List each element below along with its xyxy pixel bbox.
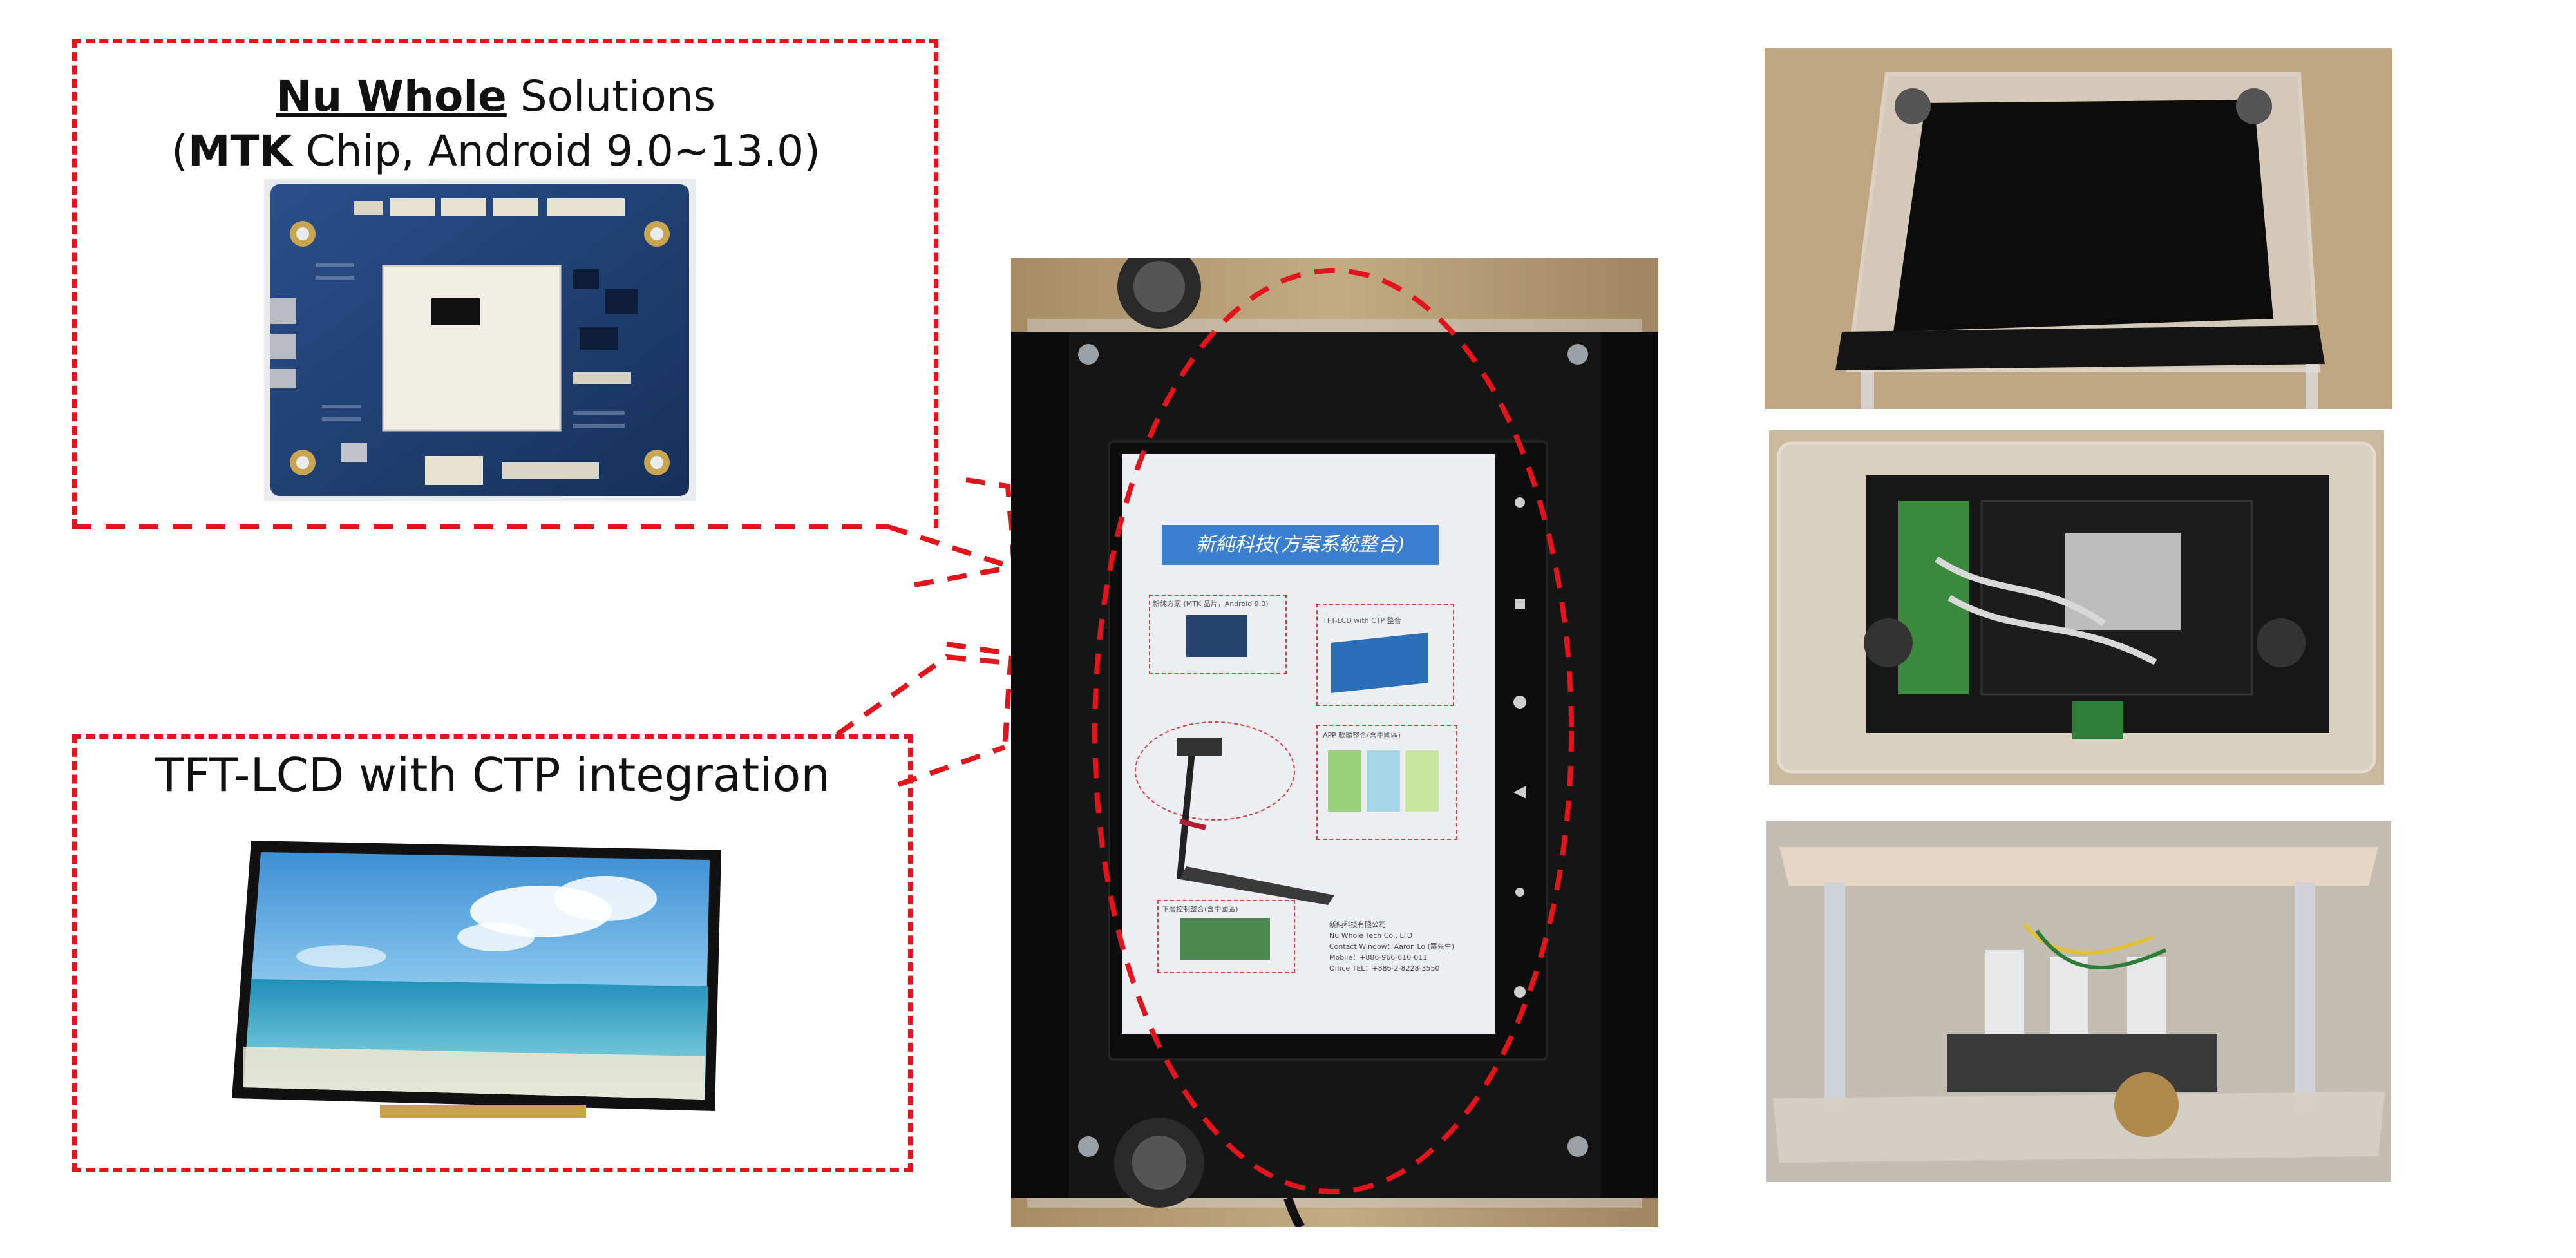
chip-detail: Chip, Android 9.0~13.0) xyxy=(292,126,820,176)
company-line: Nu Whole Tech Co., LTD xyxy=(1329,931,1413,940)
lcd-caption: TFT-LCD with CTP integration xyxy=(155,748,830,802)
screen-box-control xyxy=(1157,900,1295,973)
screen-company-info: 新純科技有限公司 Nu Whole Tech Co., LTD Contact … xyxy=(1329,919,1484,974)
screen-title: 新純科技(方案系統整合) xyxy=(1162,525,1439,565)
solutions-callout-top-edge xyxy=(72,39,938,43)
company-line: 新純科技有限公司 xyxy=(1329,920,1386,929)
lcd-callout-box xyxy=(72,734,913,1172)
screen-box-solution xyxy=(1149,595,1287,674)
company-line: Office TEL：+886-2-8228-3550 xyxy=(1329,964,1440,973)
company-line: Contact Window：Aaron Lo (羅先生) xyxy=(1329,942,1455,951)
solutions-suffix: Solutions xyxy=(506,71,715,121)
screen-app-thumb-1 xyxy=(1328,750,1361,812)
tft-lcd-panel-image xyxy=(225,834,728,1121)
screen-box-lcd xyxy=(1316,604,1454,706)
screen-box-lcd-label: TFT-LCD with CTP 整合 xyxy=(1323,616,1401,625)
photo-back-assembly xyxy=(1769,430,2384,785)
screen-box-solution-label: 新純方案 (MTK 晶片，Android 9.0) xyxy=(1153,600,1269,608)
paren-open: ( xyxy=(171,126,188,176)
screen-app-thumb-3 xyxy=(1405,750,1439,812)
solutions-callout-box xyxy=(72,39,938,528)
screen-highlight-ellipse xyxy=(1092,268,1574,1194)
photo-front-assembly xyxy=(1765,48,2392,409)
brand-name: Nu Whole xyxy=(276,71,507,121)
screen-control-thumb xyxy=(1180,918,1270,960)
screen-box-app xyxy=(1316,725,1457,840)
screen-treadmill-image xyxy=(1177,738,1334,905)
screen-treadmill-oval xyxy=(1135,721,1295,821)
screen-board-thumb xyxy=(1186,615,1247,657)
screen-box-control-label: 下層控制整合(含中國區) xyxy=(1162,905,1238,913)
solutions-subtitle: (MTK Chip, Android 9.0~13.0) xyxy=(142,126,850,177)
mtk-board-image xyxy=(264,179,696,501)
screen-box-app-label: APP 軟體整合(含中國區) xyxy=(1323,731,1401,739)
company-line: Mobile：+886-966-610-011 xyxy=(1329,953,1428,962)
photo-side-assembly xyxy=(1766,821,2391,1182)
screen-app-thumb-2 xyxy=(1367,750,1400,812)
solutions-title: Nu Whole Solutions xyxy=(142,71,850,122)
chip-name: MTK xyxy=(187,126,292,176)
device-screen-content: 新純科技(方案系統整合) 新純方案 (MTK 晶片，Android 9.0) T… xyxy=(1122,454,1495,1034)
